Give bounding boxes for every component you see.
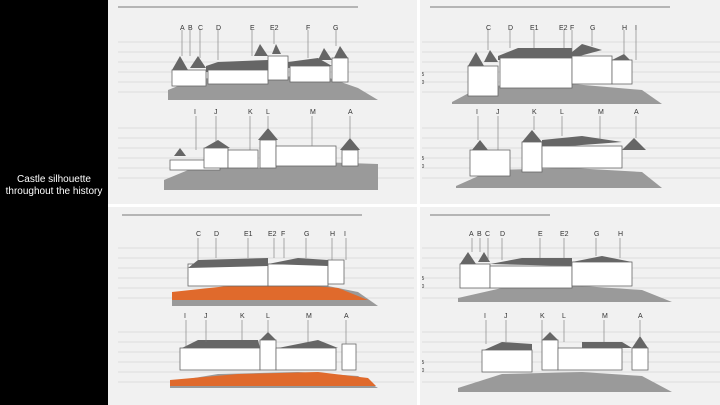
label-lower-5: A (638, 313, 643, 320)
sidebar-title: Castle silhouette throughout the history (5, 174, 103, 197)
label-lower-0: I (194, 109, 196, 116)
label-lower-5: A (344, 313, 349, 320)
label-upper-7: G (333, 25, 338, 32)
label-upper-7: I (344, 231, 346, 238)
label-upper-1: D (214, 231, 219, 238)
panel-top-left: A B C D E E2 F G I J K L M A (118, 0, 414, 203)
label-upper-5: G (590, 25, 595, 32)
label-upper-4: F (281, 231, 285, 238)
label-upper-2: C (198, 25, 203, 32)
scale-mark-lower-1: 370 (422, 368, 425, 374)
label-lower-1: J (204, 313, 208, 320)
panel-top-right-drawing: 375 370 375 370 C D E1 E2 F G H I (422, 6, 720, 188)
label-upper-0: A (180, 25, 185, 32)
label-upper-5: G (304, 231, 309, 238)
panel-bottom-left: C D E1 E2 F G H I I J K L M A (118, 208, 414, 405)
label-lower-3: L (266, 109, 270, 116)
label-upper-3: E2 (268, 231, 277, 238)
highlight-layer-upper (172, 284, 368, 300)
label-lower-3: L (560, 109, 564, 116)
label-lower-0: I (184, 313, 186, 320)
label-upper-6: H (622, 25, 627, 32)
label-upper-7: I (635, 25, 637, 32)
scale-mark-1: 370 (422, 284, 425, 290)
label-lower-2: K (540, 313, 545, 320)
scale-mark-lower-1: 370 (422, 164, 425, 170)
label-upper-6: F (306, 25, 310, 32)
label-upper-3: D (216, 25, 221, 32)
label-upper-3: D (500, 231, 505, 238)
label-upper-6: H (330, 231, 335, 238)
panel-bottom-right: 375 370 375 370 A B C D E E2 G H (422, 208, 720, 405)
label-lower-2: K (240, 313, 245, 320)
label-upper-5: E2 (270, 25, 279, 32)
highlight-layer-lower (170, 372, 376, 386)
label-upper-4: E (250, 25, 255, 32)
label-lower-3: L (266, 313, 270, 320)
label-lower-4: M (598, 109, 604, 116)
label-lower-4: M (310, 109, 316, 116)
label-upper-5: E2 (560, 231, 569, 238)
label-upper-1: B (188, 25, 193, 32)
label-lower-3: L (562, 313, 566, 320)
label-lower-0: I (484, 313, 486, 320)
label-lower-1: J (496, 109, 500, 116)
scale-mark-lower-0: 375 (422, 360, 425, 366)
scale-mark-0: 375 (422, 276, 425, 282)
label-upper-1: B (477, 231, 482, 238)
label-lower-0: I (476, 109, 478, 116)
label-lower-4: M (306, 313, 312, 320)
label-upper-2: C (485, 231, 490, 238)
vertical-divider (417, 0, 420, 405)
caption-line (118, 6, 358, 8)
scale-mark-0: 375 (422, 72, 425, 78)
scale-mark-1: 370 (422, 80, 425, 86)
label-upper-3: E2 (559, 25, 568, 32)
label-upper-1: D (508, 25, 513, 32)
label-upper-2: E1 (530, 25, 539, 32)
panel-top-left-drawing: A B C D E E2 F G I J K L M A (118, 6, 414, 190)
horizontal-divider (108, 204, 720, 207)
scale-mark-lower-0: 375 (422, 156, 425, 162)
label-lower-1: J (504, 313, 508, 320)
panel-top-right: 375 370 375 370 C D E1 E2 F G H I (422, 0, 720, 203)
panel-bottom-right-drawing: 375 370 375 370 A B C D E E2 G H (422, 214, 720, 392)
panel-bottom-left-drawing: C D E1 E2 F G H I I J K L M A (118, 214, 414, 388)
label-lower-2: K (248, 109, 253, 116)
label-lower-5: A (634, 109, 639, 116)
tower-roofs (172, 56, 206, 70)
label-upper-4: F (570, 25, 574, 32)
label-upper-6: G (594, 231, 599, 238)
label-lower-4: M (602, 313, 608, 320)
label-upper-2: E1 (244, 231, 253, 238)
label-upper-0: C (196, 231, 201, 238)
sidebar: Castle silhouette throughout the history (0, 0, 108, 405)
label-upper-4: E (538, 231, 543, 238)
label-upper-0: A (469, 231, 474, 238)
label-lower-1: J (214, 109, 218, 116)
label-upper-7: H (618, 231, 623, 238)
label-upper-0: C (486, 25, 491, 32)
label-lower-2: K (532, 109, 537, 116)
label-lower-5: A (348, 109, 353, 116)
